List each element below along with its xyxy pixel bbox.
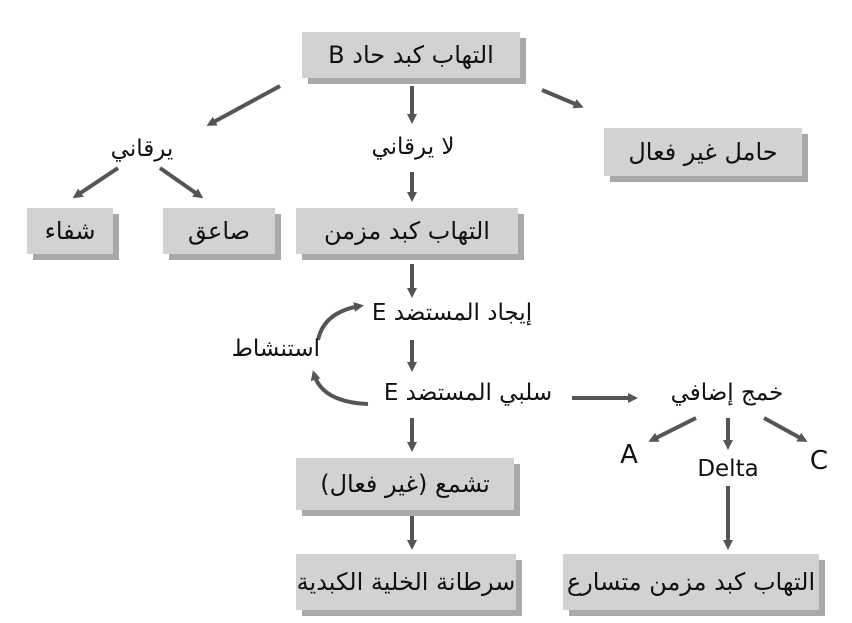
recovery-box: شفاء (27, 208, 113, 254)
inactive-carrier-box: حامل غير فعال (604, 128, 802, 176)
inactive-carrier-label: حامل غير فعال (628, 138, 778, 166)
fulminant-label: صاعق (187, 217, 251, 245)
fulminant-box: صاعق (163, 208, 275, 254)
fatty-inactive-label: تشمع (غير فعال) (320, 470, 490, 498)
e-antigen-positive-label: إيجاد المستضد E (371, 300, 533, 326)
arrow-acute-to-jaundiced (206, 84, 281, 126)
accelerated-chronic-label: التهاب كبد مزمن متسارع (566, 568, 816, 596)
fatty-inactive-box: تشمع (غير فعال) (296, 458, 514, 510)
non-jaundiced-label: لا يرقاني (371, 134, 455, 160)
type-c-label: C (809, 446, 829, 476)
carcinoma-label: سرطانة الخلية الكبدية (296, 568, 516, 596)
arrow-superinfection-to-c (763, 416, 808, 442)
arrow-superinfection-to-a (648, 416, 697, 442)
type-delta-label: Delta (697, 456, 759, 482)
superinfection-label: خمج إضافي (670, 380, 784, 406)
arrow-jaundiced-to-recovery (72, 166, 120, 199)
type-a-label: A (620, 440, 638, 470)
e-antigen-negative-label: سلبي المستضد E (383, 380, 553, 406)
reactivation-label: استنشاط (231, 336, 320, 362)
recovery-label: شفاء (44, 217, 96, 245)
acute-hepatitis-b-label: التهاب كبد حاد B (328, 41, 494, 69)
arrow-jaundiced-to-fulminant (158, 166, 204, 199)
carcinoma-box: سرطانة الخلية الكبدية (296, 554, 516, 610)
arrow-reactivation-to-epositive (316, 302, 364, 341)
arrow-acute-to-carrier (541, 88, 584, 109)
acute-hepatitis-b-box: التهاب كبد حاد B (302, 32, 520, 78)
jaundiced-label: يرقاني (110, 136, 174, 162)
accelerated-chronic-box: التهاب كبد مزمن متسارع (563, 554, 819, 610)
chronic-hepatitis-label: التهاب كبد مزمن (324, 217, 490, 245)
arrow-enegative-to-reactivation (310, 370, 369, 406)
chronic-hepatitis-box: التهاب كبد مزمن (296, 208, 518, 254)
